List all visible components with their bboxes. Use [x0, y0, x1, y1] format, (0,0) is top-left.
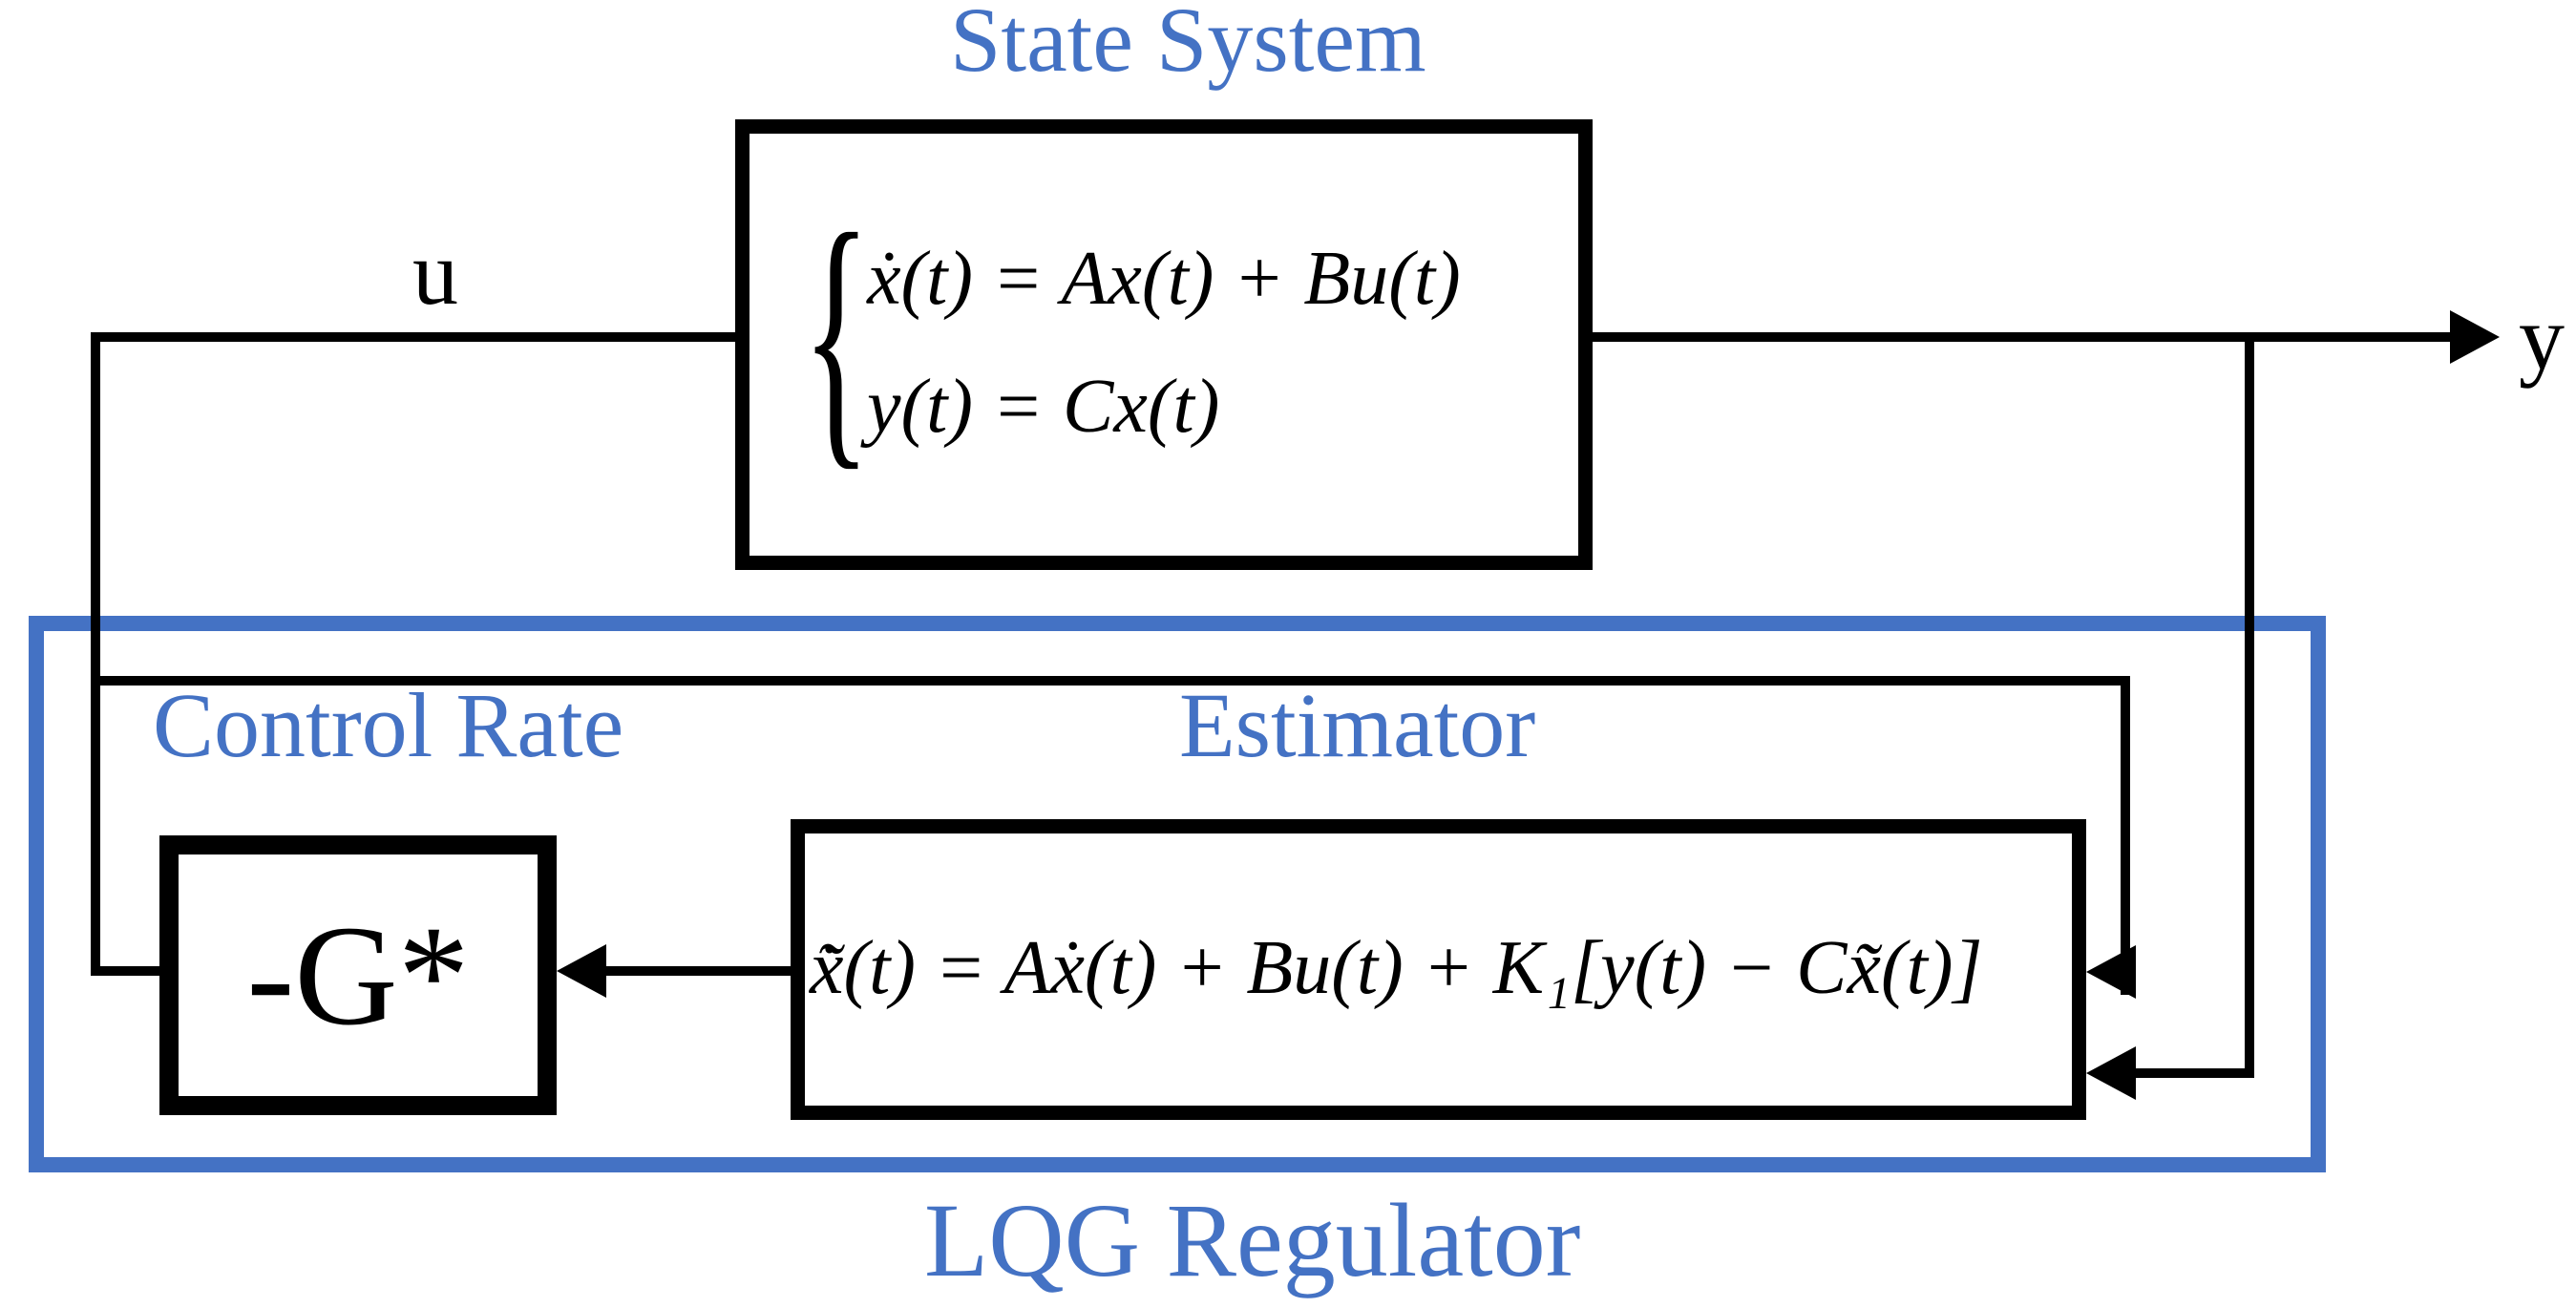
system-brace: { [802, 176, 871, 493]
estimator-title: Estimator [1179, 674, 1536, 776]
lqg-regulator-box [29, 616, 2326, 1172]
y-output-arrowhead-icon [2450, 310, 2500, 364]
state-system-box [735, 119, 1593, 570]
gain-output-connector-line [91, 966, 172, 976]
left-feedback-vertical-line [91, 332, 100, 976]
y-branch-horizontal-line [2127, 1068, 2254, 1078]
gain-input-arrowhead-icon [557, 944, 606, 998]
y-branch-vertical-line [2245, 332, 2254, 1078]
u-feedforward-line [91, 332, 740, 342]
estimator-equation: x̃̇(t) = Aẋ(t) + Bu(t) + K₁[y(t) − Cx̃(… [810, 926, 1983, 1010]
lqg-regulator-title: LQG Regulator [924, 1182, 1581, 1298]
state-equation-line1: ẋ(t) = Ax(t) + Bu(t) [867, 237, 1461, 321]
state-equation-line2: y(t) = Cx(t) [867, 365, 1220, 449]
u-branch-horizontal-line [91, 676, 2130, 686]
u-branch-vertical-line [2121, 676, 2130, 995]
state-system-title: State System [950, 0, 1426, 91]
control-rate-title: Control Rate [153, 674, 624, 776]
estimator-box [791, 819, 2086, 1120]
estimator-to-gain-line [578, 966, 797, 976]
estimator-upper-input-arrowhead-icon [2086, 945, 2136, 999]
y-signal-label: y [2519, 286, 2565, 389]
gain-label: -G* [246, 896, 470, 1055]
y-output-line [1585, 332, 2459, 342]
estimator-lower-input-arrowhead-icon [2086, 1046, 2136, 1100]
gain-box [159, 835, 557, 1115]
u-signal-label: u [412, 222, 458, 324]
